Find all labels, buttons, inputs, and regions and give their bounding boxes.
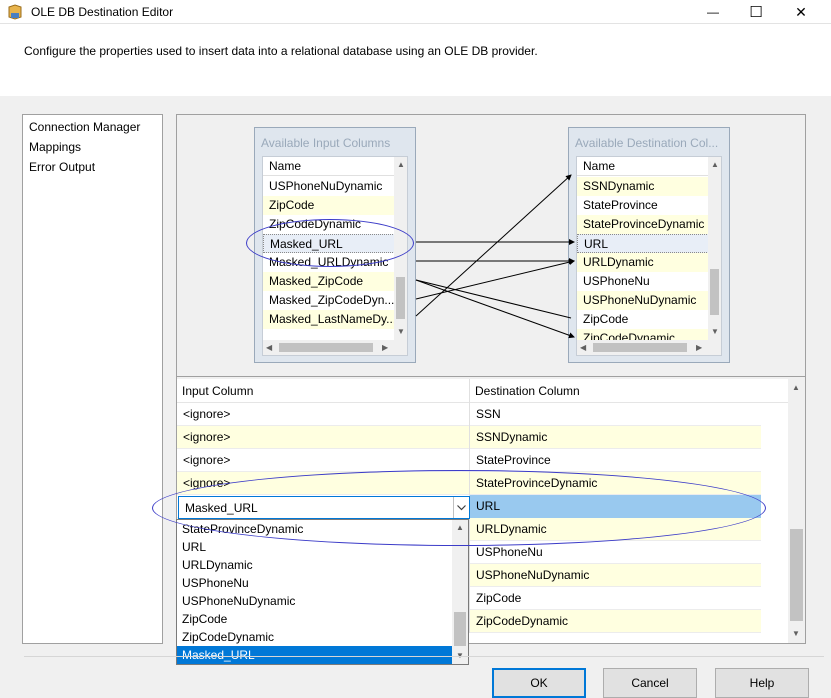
grid-vscroll-thumb[interactable] <box>790 529 803 621</box>
page-navigation: Connection Manager Mappings Error Output <box>22 114 163 644</box>
destination-column-item[interactable]: StateProvinceDynamic <box>577 215 709 234</box>
resize-grip-icon[interactable] <box>394 340 407 355</box>
chevron-down-icon[interactable]: ▼ <box>397 327 405 336</box>
chevron-right-icon[interactable]: ▶ <box>696 343 703 352</box>
highlight-ellipse <box>152 470 766 546</box>
title-bar: OLE DB Destination Editor — ☐ ✕ <box>0 0 831 24</box>
destination-cell: SSN <box>469 403 761 426</box>
nav-item-error-output[interactable]: Error Output <box>29 160 96 174</box>
nav-item-connection-manager[interactable]: Connection Manager <box>29 120 141 134</box>
dropdown-option[interactable]: URL <box>182 540 207 554</box>
destination-column-item[interactable]: StateProvince <box>583 198 658 212</box>
ok-button[interactable]: OK <box>492 668 586 698</box>
input-column-item[interactable]: ZipCode <box>263 196 395 215</box>
dropdown-option[interactable]: USPhoneNu <box>182 576 249 590</box>
destination-list-hscroll[interactable]: ◀ ▶ <box>577 340 709 355</box>
destination-cell: StateProvince <box>469 449 761 472</box>
maximize-icon: ☐ <box>749 4 763 21</box>
maximize-button[interactable]: ☐ <box>733 0 779 24</box>
destination-list-hscroll-thumb[interactable] <box>593 343 687 352</box>
window-title: OLE DB Destination Editor <box>31 5 174 19</box>
mapping-line[interactable] <box>415 279 575 339</box>
input-cell[interactable]: <ignore> <box>183 453 231 467</box>
ssis-destination-icon <box>8 4 22 20</box>
mapping-line[interactable] <box>415 259 575 300</box>
chevron-up-icon[interactable]: ▲ <box>397 160 405 169</box>
destination-cell: USPhoneNu <box>469 541 761 564</box>
editor-description: Configure the properties used to insert … <box>24 44 538 58</box>
destination-column-item[interactable]: ZipCode <box>583 312 629 326</box>
input-column-item[interactable]: Masked_ZipCodeDyn... <box>269 293 395 307</box>
destination-column-header[interactable]: Destination Column <box>469 379 761 403</box>
chevron-down-icon[interactable]: ▼ <box>792 629 800 638</box>
destination-list-header: Name <box>577 157 709 176</box>
chevron-right-icon[interactable]: ▶ <box>382 343 389 352</box>
chevron-down-icon[interactable]: ▼ <box>456 651 464 660</box>
close-icon: ✕ <box>795 3 807 20</box>
table-row[interactable]: <ignore> SSN <box>177 403 761 426</box>
available-destination-columns-box[interactable]: Available Destination Col... Name SSNDyn… <box>568 127 730 363</box>
minimize-icon: — <box>707 5 719 19</box>
table-row[interactable]: <ignore> SSNDynamic <box>177 426 761 449</box>
input-column-item[interactable]: USPhoneNuDynamic <box>269 179 383 193</box>
chevron-left-icon[interactable]: ◀ <box>580 343 587 352</box>
nav-item-mappings[interactable]: Mappings <box>29 140 82 154</box>
dropdown-option-highlighted[interactable]: Masked_URL <box>177 646 452 664</box>
chevron-up-icon[interactable]: ▲ <box>711 160 719 169</box>
destination-columns-caption: Available Destination Col... <box>575 136 719 150</box>
highlight-ellipse <box>246 219 414 267</box>
dropdown-option[interactable]: ZipCodeDynamic <box>182 630 275 644</box>
dropdown-option[interactable]: USPhoneNuDynamic <box>182 594 296 608</box>
destination-cell: SSNDynamic <box>469 426 761 449</box>
input-column-item[interactable]: Masked_LastNameDy... <box>263 310 395 329</box>
dropdown-vscroll-thumb[interactable] <box>454 612 466 646</box>
resize-grip-icon[interactable] <box>708 340 721 355</box>
input-list-vscroll-thumb[interactable] <box>396 277 405 319</box>
close-button[interactable]: ✕ <box>778 0 824 24</box>
table-row[interactable]: USPhoneNu <box>177 541 761 564</box>
chevron-down-icon[interactable]: ▼ <box>711 327 719 336</box>
input-column-dropdown-list[interactable]: StateProvinceDynamic URL URLDynamic USPh… <box>176 519 469 665</box>
destination-column-item[interactable]: ZipCodeDynamic <box>577 329 709 341</box>
destination-column-item[interactable]: USPhoneNu <box>583 274 650 288</box>
mapping-lines <box>415 174 575 339</box>
input-cell[interactable]: <ignore> <box>183 407 231 421</box>
destination-list-vscroll[interactable]: ▲ ▼ <box>708 157 721 341</box>
help-button[interactable]: Help <box>715 668 809 698</box>
input-columns-caption: Available Input Columns <box>261 136 391 150</box>
destination-cell: USPhoneNuDynamic <box>469 564 761 587</box>
input-list-hscroll[interactable]: ◀ ▶ <box>263 340 395 355</box>
destination-column-item[interactable]: URLDynamic <box>577 253 709 272</box>
cancel-button[interactable]: Cancel <box>603 668 697 698</box>
footer-divider <box>24 656 824 657</box>
chevron-left-icon[interactable]: ◀ <box>266 343 273 352</box>
mapping-line[interactable] <box>415 174 572 317</box>
destination-cell: ZipCode <box>469 587 761 610</box>
table-row[interactable]: <ignore> StateProvince <box>177 449 761 472</box>
grid-vscroll[interactable]: ▲ ▼ <box>788 379 805 643</box>
destination-column-item[interactable]: SSNDynamic <box>577 177 709 196</box>
input-column-item[interactable]: Masked_ZipCode <box>263 272 395 291</box>
input-list-header: Name <box>263 157 395 176</box>
chevron-up-icon[interactable]: ▲ <box>792 383 800 392</box>
input-cell[interactable]: <ignore> <box>183 430 231 444</box>
table-row[interactable]: ZipCode <box>177 587 761 610</box>
grid-header: Input Column Destination Column <box>177 379 789 403</box>
dropdown-option[interactable]: ZipCode <box>182 612 228 626</box>
destination-cell: ZipCodeDynamic <box>469 610 761 633</box>
header-band: Configure the properties used to insert … <box>0 24 831 96</box>
input-column-header[interactable]: Input Column <box>182 384 254 398</box>
mapping-line[interactable] <box>415 279 572 319</box>
destination-columns-list: Name SSNDynamic StateProvince StateProvi… <box>576 156 722 356</box>
dropdown-option[interactable]: URLDynamic <box>182 558 253 572</box>
destination-list-vscroll-thumb[interactable] <box>710 269 719 315</box>
minimize-button[interactable]: — <box>690 0 736 24</box>
destination-column-item[interactable]: USPhoneNuDynamic <box>577 291 709 310</box>
input-list-hscroll-thumb[interactable] <box>279 343 373 352</box>
